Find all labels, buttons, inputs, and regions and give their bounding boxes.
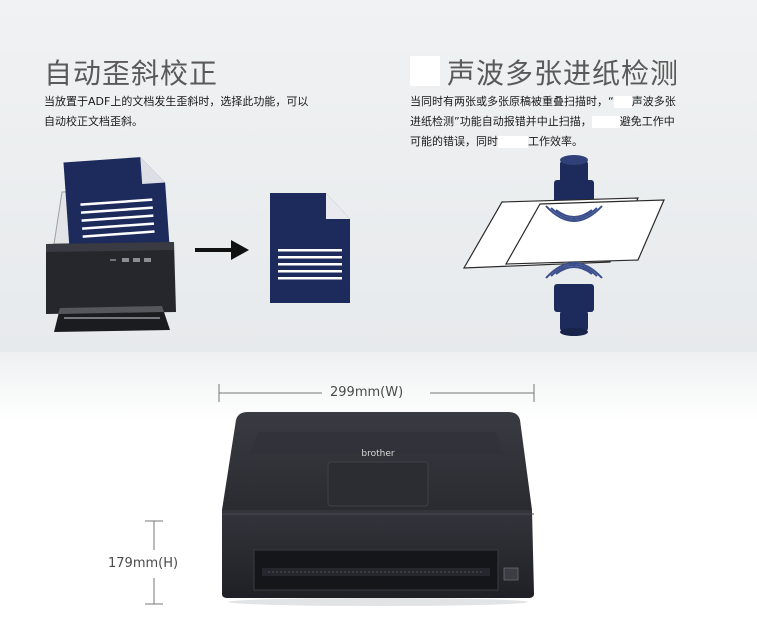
skew-correction-description: 当放置于ADF上的文档发生歪斜时，选择此功能，可以 自动校正文档歪斜。: [44, 92, 394, 132]
corrected-document-icon: [270, 193, 350, 303]
arrow-right-icon: [195, 240, 249, 260]
skew-desc-line-1: 当放置于ADF上的文档发生歪斜时，选择此功能，可以: [44, 95, 309, 108]
multifeed-detection-description: 当同时有两张或多张原稿被重叠扫描时，“声波多张 进纸检测”功能自动报错并中止扫描…: [410, 92, 755, 152]
skew-desc-line-2: 自动校正文档歪斜。: [44, 115, 143, 128]
skew-correction-title: 自动歪斜校正: [44, 57, 219, 90]
height-dimension-line: [145, 520, 163, 605]
scanner-product-image: brother: [222, 412, 534, 606]
width-dimension-line: [218, 384, 535, 402]
multifeed-desc-line-2: 进纸检测”功能自动报错并中止扫描，避免工作中: [410, 115, 675, 128]
height-label: 179mm(H): [108, 556, 179, 571]
width-label: 299mm(W): [330, 385, 404, 400]
brand-logo: brother: [361, 449, 394, 459]
multifeed-desc-line-3: 可能的错误，同时工作效率。: [410, 135, 583, 148]
title-placeholder-block: [410, 56, 440, 86]
multifeed-desc-line-1: 当同时有两张或多张原稿被重叠扫描时，“声波多张: [410, 95, 676, 108]
scanner-with-skewed-document-illustration: [46, 157, 176, 332]
multifeed-detection-title: 声波多张进纸检测: [447, 57, 680, 90]
ultrasonic-sensor-illustration: [462, 155, 665, 336]
